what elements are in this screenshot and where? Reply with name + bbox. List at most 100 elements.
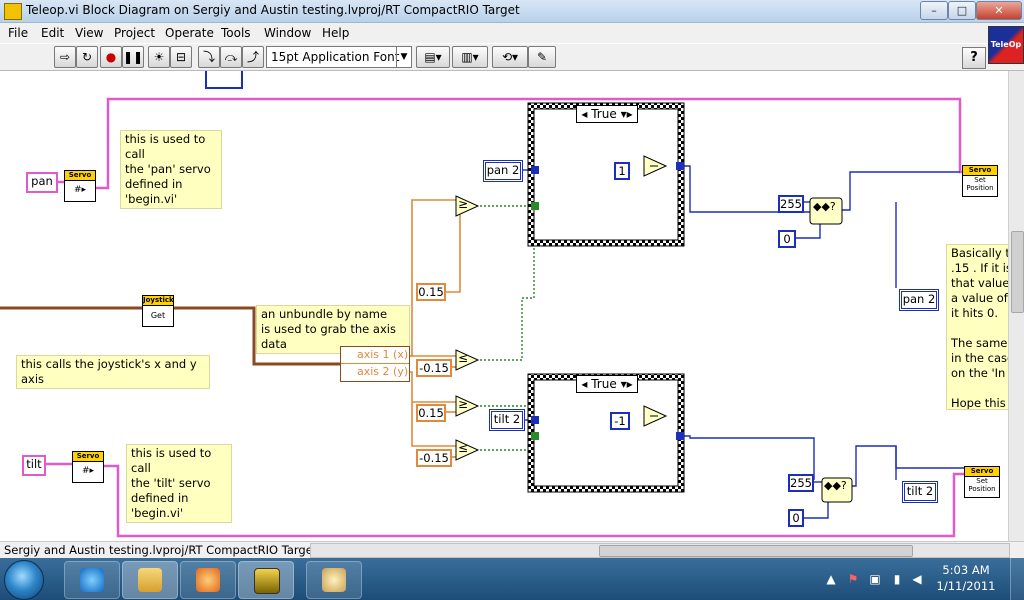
case-prev-icon[interactable]: ◂ <box>581 107 588 121</box>
menu-project[interactable]: Project <box>114 26 156 40</box>
menu-help[interactable]: Help <box>322 26 350 40</box>
joystick-get-subvi[interactable]: Joystick Get <box>142 295 174 327</box>
compare-le-upper[interactable]: ≤ <box>458 351 469 365</box>
const-lower-pos[interactable]: 0.15 <box>416 404 446 422</box>
tray-expand-icon[interactable]: ▲ <box>826 572 836 586</box>
pan-2-input[interactable]: pan 2 <box>483 160 523 182</box>
taskbar: ▲ ⚑ ▣ ▮ ◀ 5:03 AM 1/11/2011 <box>0 558 1024 600</box>
case-upper-label: True <box>591 107 617 121</box>
taskbar-labview[interactable] <box>238 561 294 599</box>
top-partial-indicator <box>205 71 243 89</box>
taskbar-explorer[interactable] <box>122 561 178 599</box>
compare-le-lower[interactable]: ≤ <box>458 441 469 455</box>
close-button[interactable]: ✕ <box>976 1 1022 20</box>
maximize-button[interactable]: □ <box>948 1 976 20</box>
labview-icon <box>254 568 280 594</box>
menu-view[interactable]: View <box>75 26 104 40</box>
network-icon[interactable]: ▣ <box>869 572 881 586</box>
run-arrow-icon[interactable]: ⇨ <box>54 46 76 68</box>
vertical-scrollbar[interactable] <box>1008 71 1024 541</box>
const-255-top[interactable]: 255 <box>778 195 804 213</box>
step-over-icon[interactable]: ⤼ <box>220 46 242 68</box>
servo-pan-subvi[interactable]: Servo #▸ <box>64 170 96 202</box>
comment-unbundle-line: is used to grab the axis data <box>261 322 396 351</box>
const-0-top[interactable]: 0 <box>778 230 796 248</box>
menu-file[interactable]: File <box>8 26 29 40</box>
reorder-icon[interactable]: ⟲▾ <box>492 46 528 68</box>
tilt-2-indicator[interactable]: tilt 2 <box>902 481 938 503</box>
internet-explorer-icon <box>80 568 104 592</box>
pause-icon[interactable]: ❚❚ <box>122 46 144 68</box>
menu-operate[interactable]: Operate <box>165 26 214 40</box>
taskbar-media-player[interactable] <box>180 561 236 599</box>
align-objects-icon[interactable]: ▤▾ <box>416 46 450 68</box>
action-center-icon[interactable]: ⚑ <box>847 572 859 586</box>
tilt-refnum-control[interactable]: tilt <box>22 455 46 476</box>
unbundle-by-name[interactable]: axis 1 (x) axis 2 (y) <box>340 346 410 382</box>
case-next-icon[interactable]: ▾▸ <box>620 377 633 391</box>
menu-tools[interactable]: Tools <box>221 26 251 40</box>
horizontal-scroll-thumb[interactable] <box>599 545 913 557</box>
labview-app-icon <box>4 3 22 20</box>
step-out-icon[interactable]: ⤴ <box>242 46 264 68</box>
comment-pan-line: this is used to call <box>125 132 206 161</box>
comment-pan-line: defined in 'begin.vi' <box>125 177 183 206</box>
select-node-top[interactable]: ◆◆? <box>813 200 836 213</box>
retain-wire-values-icon[interactable]: ⊟ <box>170 46 192 68</box>
context-help-button[interactable]: ? <box>962 47 986 69</box>
comment-tilt-line: the 'tilt' servo <box>131 476 211 490</box>
taskbar-paint[interactable] <box>306 561 362 599</box>
const-upper-pos[interactable]: 0.15 <box>416 283 446 301</box>
vertical-scroll-thumb[interactable] <box>1011 231 1024 313</box>
compare-gt-lower[interactable]: ≥ <box>458 397 469 411</box>
const-0-bottom[interactable]: 0 <box>788 509 804 527</box>
comment-explanation-line: Hope this h <box>951 396 1008 410</box>
media-player-icon <box>196 568 220 592</box>
const-neg-one[interactable]: -1 <box>610 412 630 430</box>
pan-2-indicator[interactable]: pan 2 <box>899 289 939 311</box>
comment-explanation-line: a value of t <box>951 291 1008 305</box>
set-label: Set <box>976 477 988 485</box>
menu-edit[interactable]: Edit <box>41 26 65 40</box>
horizontal-scrollbar[interactable] <box>310 543 1010 558</box>
run-continuously-icon[interactable]: ↻ <box>76 46 98 68</box>
select-node-bottom[interactable]: ◆◆? <box>824 479 847 492</box>
const-upper-neg[interactable]: -0.15 <box>416 359 452 377</box>
pan-refnum-control[interactable]: pan <box>26 172 58 193</box>
toolbar: ⇨ ↻ ● ❚❚ ☀ ⊟ ⤵ ⤼ ⤴ 15pt Application Font… <box>0 44 1024 71</box>
menu-window[interactable]: Window <box>264 26 312 40</box>
highlight-execution-icon[interactable]: ☀ <box>148 46 170 68</box>
step-into-icon[interactable]: ⤵ <box>198 46 220 68</box>
minimize-button[interactable]: – <box>920 1 948 20</box>
unbundle-axis-y: axis 2 (y) <box>357 365 409 378</box>
comment-explanation-line: Basically th <box>951 246 1008 260</box>
const-255-bottom[interactable]: 255 <box>788 474 814 492</box>
cleanup-diagram-icon[interactable]: ✎ <box>528 46 556 68</box>
compare-gt-upper[interactable]: ≥ <box>458 197 469 211</box>
const-lower-neg[interactable]: -0.15 <box>416 449 452 467</box>
comment-tilt: this is used to call the 'tilt' servo de… <box>126 444 232 523</box>
show-desktop-button[interactable] <box>1010 558 1024 600</box>
position-label: Position <box>968 485 996 493</box>
comment-tilt-line: this is used to call <box>131 446 212 475</box>
abort-icon[interactable]: ● <box>100 46 122 68</box>
font-select[interactable]: 15pt Application Font ▼ <box>266 46 412 68</box>
const-one[interactable]: 1 <box>614 162 630 180</box>
comment-unbundle: an unbundle by name is used to grab the … <box>256 305 410 354</box>
case-selector-lower[interactable]: ◂ True ▾▸ <box>576 375 638 393</box>
block-diagram[interactable]: this is used to call the 'pan' servo def… <box>0 71 1008 541</box>
tilt-2-input[interactable]: tilt 2 <box>489 409 525 431</box>
case-selector-upper[interactable]: ◂ True ▾▸ <box>576 105 638 123</box>
case-next-icon[interactable]: ▾▸ <box>620 107 633 121</box>
taskbar-ie[interactable] <box>64 561 120 599</box>
clock[interactable]: 5:03 AM 1/11/2011 <box>930 562 1002 594</box>
clock-date: 1/11/2011 <box>936 579 996 593</box>
distribute-objects-icon[interactable]: ▥▾ <box>452 46 488 68</box>
case-prev-icon[interactable]: ◂ <box>581 377 588 391</box>
servo-tilt-subvi[interactable]: Servo #▸ <box>72 451 104 483</box>
signal-icon[interactable]: ▮ <box>893 572 901 586</box>
start-button[interactable] <box>4 560 44 600</box>
volume-icon[interactable]: ◀ <box>912 572 922 586</box>
